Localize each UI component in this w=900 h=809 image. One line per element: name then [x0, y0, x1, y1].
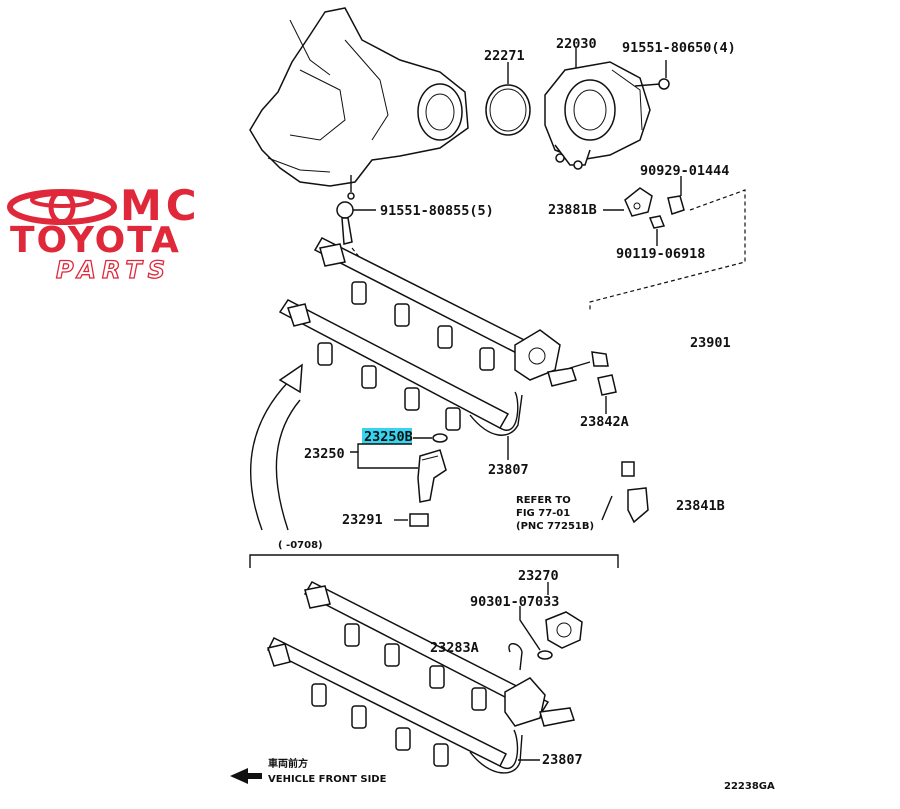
- label-91551-80855: 91551-80855(5): [380, 203, 494, 219]
- label-90929-01444: 90929-01444: [640, 163, 729, 179]
- label-23807-top: 23807: [488, 462, 529, 478]
- label-23291: 23291: [342, 512, 383, 528]
- lower-fuel-rail-drawing: [266, 581, 575, 774]
- throttle-body-22030-drawing: [544, 48, 670, 170]
- mc-toyota-parts-logo: MC TOYOTA PARTS: [7, 181, 201, 285]
- pressure-regulator-23270-drawing: [508, 582, 583, 671]
- label-23901: 23901: [690, 335, 731, 351]
- label-23250b: 23250B: [364, 429, 413, 445]
- group-bracket-line: [249, 554, 619, 568]
- label-22271: 22271: [484, 48, 525, 64]
- logo-toyota-text: TOYOTA: [10, 220, 181, 261]
- label-22030: 22030: [556, 36, 597, 52]
- fuel-hose-23901-drawing: [569, 316, 663, 477]
- label-jp-front: 車両前方: [268, 757, 308, 770]
- label-refer-pnc: (PNC 77251B): [516, 521, 594, 532]
- label-refer-fig: FIG 77-01: [516, 508, 570, 519]
- gasket-22271-drawing: [485, 62, 531, 136]
- label-23807-bottom: 23807: [542, 752, 583, 768]
- label-23881b: 23881B: [548, 202, 597, 218]
- vehicle-front-arrow-icon: [230, 768, 262, 784]
- clamp-23842a-drawing: [597, 374, 617, 414]
- label-23250: 23250: [304, 446, 345, 462]
- upper-fuel-rail-drawing: [278, 237, 577, 460]
- front-direction-arrow-icon: [249, 363, 303, 531]
- logo-parts-text: PARTS: [56, 256, 171, 284]
- toyota-emblem-icon: [7, 189, 117, 225]
- label-date-range: ( -0708): [278, 540, 323, 551]
- label-figure-code: 22238GA: [724, 781, 775, 792]
- injector-23250-drawing: [350, 428, 448, 527]
- label-highlight: [362, 428, 412, 444]
- intake-manifold-drawing: [249, 7, 469, 200]
- bracket-23881b-drawing: [589, 176, 746, 312]
- label-91551-80650: 91551-80650(4): [622, 40, 736, 56]
- label-90119-06918: 90119-06918: [616, 246, 705, 262]
- label-90301-07033: 90301-07033: [470, 594, 559, 610]
- logo-mc-text: MC: [120, 181, 201, 230]
- label-vehicle-front-side: VEHICLE FRONT SIDE: [268, 774, 387, 785]
- label-23841b: 23841B: [676, 498, 725, 514]
- label-23270: 23270: [518, 568, 559, 584]
- joint-23841b-drawing: [601, 487, 649, 524]
- label-refer-to: REFER TO: [516, 495, 571, 506]
- label-23283a: 23283A: [430, 640, 479, 656]
- label-23842a: 23842A: [580, 414, 629, 430]
